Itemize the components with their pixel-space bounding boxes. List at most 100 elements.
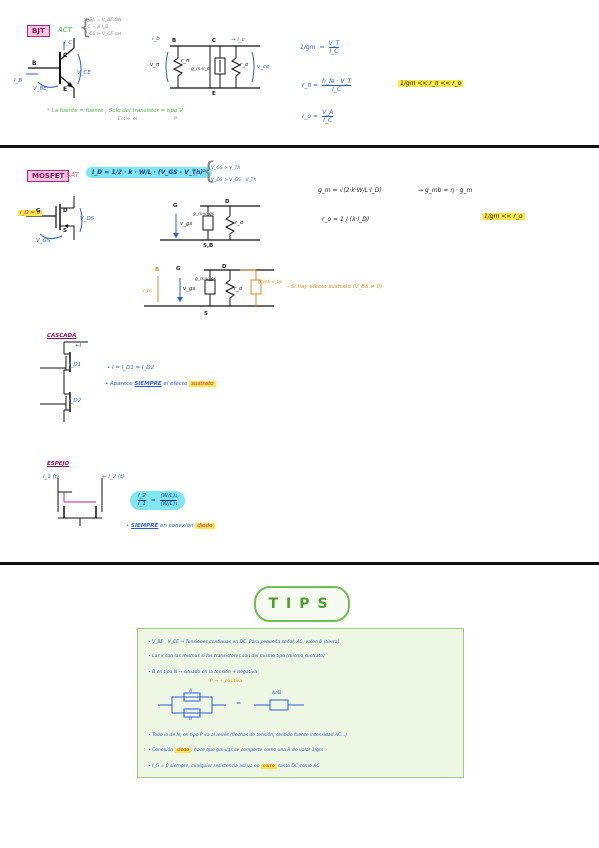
tip-2: • Las k son las mismas si los transistor… <box>148 654 325 659</box>
tip-6c: tanto DC como AC <box>276 764 320 769</box>
circ-ib-label: i_b <box>152 36 160 42</box>
circ-b-label: B <box>172 38 177 44</box>
bjt-f2-fraction: h_fe · V_T I_C <box>322 78 352 93</box>
bjt-tag: BJT <box>27 25 50 37</box>
circ-gm-label: g_m·v_π <box>191 67 210 72</box>
equals-sign: = <box>319 44 325 51</box>
cascode-note-hl: sustrato <box>189 381 216 387</box>
tip-1: • V_BE , V_CE → Tensiones continuas en D… <box>148 640 340 645</box>
section-divider-2 <box>0 562 599 565</box>
bjt-f3-den: I_C <box>323 117 333 124</box>
mirror-ratio-rhs-den: (W/L)₁ <box>160 501 178 507</box>
tip-4: • Todo lo de N, en tipo P va al revés (f… <box>148 733 348 738</box>
bjt-f1-fraction: V_T I_C <box>328 40 340 55</box>
bjt-formula-ro: r_o = V_A I_C <box>302 109 334 124</box>
bjt-vce-label: V_CE <box>77 70 91 76</box>
circ-vce-label: v_ce <box>257 64 270 70</box>
c2-ro-label: r_o <box>234 286 243 292</box>
c1-g-label: G <box>173 203 178 209</box>
circ-rpi-label: r_π <box>181 58 190 64</box>
tips-title: TIPS <box>254 586 350 622</box>
bjt-cond-2: I_C = β·I_B <box>84 25 109 30</box>
circ-ic-label: → i_c <box>231 37 245 43</box>
mirror-ratio-rhs: (W/L)₂ (W/L)₁ <box>160 493 178 508</box>
comp-a-label: A <box>189 689 193 694</box>
mosfet-id-formula: I_D = 1/2 · k · W/L · (V_GS - V_Th)² <box>86 167 212 178</box>
body-effect-note: - Si hay efecto sustrato (V_BS ≠ 0) <box>287 284 383 290</box>
c2-gm-label: g_m·v_gs <box>195 277 217 282</box>
bjt-b-label: B <box>32 60 37 67</box>
bjt-f2-lhs: r_π = <box>302 82 319 89</box>
mirror-ratio-lhs-den: I_1 <box>138 501 146 507</box>
mosfet-symbol-icon <box>26 196 83 240</box>
circ-e-label: E <box>212 91 216 97</box>
tip-5b: diodo <box>174 748 192 753</box>
tip-5: • Conexión diodo: hace que gm·vgs se com… <box>148 748 458 753</box>
comp-b-label: B <box>189 717 193 722</box>
cascode-note-strong: SIEMPRE <box>134 381 162 387</box>
bjt-f3-lhs: r_o = <box>302 113 319 120</box>
bjt-vbe-label: V_BE <box>33 86 47 92</box>
c1-ro-label: r_o <box>235 220 244 226</box>
tip-6b: corto <box>261 764 277 769</box>
mosfet-cond-1: V_GS > V_Th <box>211 166 241 171</box>
cascode-note-pre: • Aparece <box>105 381 135 387</box>
tip-5a: • Conexión <box>148 748 175 753</box>
bjt-f1-num: V_T <box>328 40 340 48</box>
mirror-right-current: ← I_2 (t) <box>102 474 125 480</box>
mosfet-mode: SAT <box>66 171 79 179</box>
parallel-resistor-diagram <box>158 692 304 718</box>
bjt-ib-label: I_B <box>14 78 23 84</box>
bjt-f1-den: I_C <box>329 48 339 55</box>
cascode-id2: I_D2 <box>69 398 82 404</box>
c1-gm-label: g_m·v_gs <box>193 212 215 217</box>
bjt-symbol-icon <box>26 38 82 98</box>
mirror-note-hl: diodo <box>195 523 215 529</box>
mirror-left-current: I_1 (t) <box>43 474 60 480</box>
section-divider-1 <box>0 145 599 148</box>
bjt-small-signal-circuit <box>165 45 260 89</box>
brace-icon-2: { <box>201 157 217 185</box>
cascode-top-current: ←I <box>75 343 82 349</box>
cascode-id1: I_D1 <box>69 362 82 368</box>
tip-5c: : hace que gm·vgs se comporte como una R… <box>191 748 324 753</box>
bjt-conditions: V_BE = V_BE,ON I_C = β·I_B V_CE > V_CE,s… <box>84 17 122 38</box>
bjt-f2-num: h_fe · V_T <box>322 78 352 86</box>
mosfet-gmb-formula: → g_mb = η · g_m <box>418 187 473 194</box>
mosfet-circuit-1 <box>160 205 260 241</box>
mirror-note: • SIEMPRE en conexión diodo <box>126 523 215 529</box>
bjt-note-sub: Entre el P <box>118 117 177 122</box>
c2-g-label: G <box>176 266 181 272</box>
mosfet-highlight-note: 1/gm << r_o <box>482 213 525 220</box>
bjt-f2-den: I_C <box>332 86 342 93</box>
bjt-f3-num: V_A <box>322 109 334 117</box>
mirror-circuit <box>57 478 103 526</box>
mosfet-vds-label: V_DS <box>80 216 95 222</box>
mosfet-id0-label: I_D = 0 <box>18 210 43 216</box>
mosfet-conditions: V_GS > V_Th V_DS > V_GS - V_Th <box>211 163 256 187</box>
bjt-f3-fraction: V_A I_C <box>322 109 334 124</box>
bjt-e-label: E <box>63 86 68 93</box>
cascode-title: CASCADA <box>47 333 77 339</box>
mirror-note-mid: en conexión <box>158 523 196 529</box>
tip-3b: P → + positiva <box>210 679 243 684</box>
mosfet-vgs-label: V_GS <box>36 238 51 244</box>
cascode-circuit <box>40 341 88 422</box>
circ-c-label: C <box>212 38 217 44</box>
c2-d-label: D <box>222 264 227 270</box>
mirror-ratio-lhs: I_2 I_1 <box>138 493 146 508</box>
bjt-cond-3: V_CE > V_CE,sat <box>84 32 122 37</box>
mosfet-ro-formula: r_o = 1 / (λ·I_D) <box>322 216 370 223</box>
mirror-ratio-lhs-num: I_2 <box>138 493 146 501</box>
mirror-ratio-rhs-num: (W/L)₂ <box>160 493 178 501</box>
c1-vgs-label: v_gs <box>180 221 193 227</box>
mosfet-g-label: G <box>36 208 41 214</box>
circ-ro-label: r_o <box>240 62 249 68</box>
mirror-note-pre: • <box>126 523 131 529</box>
c2-s-label: S <box>204 311 208 317</box>
mosfet-cond-2: V_DS > V_GS - V_Th <box>211 178 257 183</box>
mosfet-gm-formula: g_m = √(2·k·W/L·I_D) <box>318 187 382 194</box>
bjt-ic-label: I_C <box>64 40 73 46</box>
mirror-ratio-equals: = <box>150 497 156 504</box>
equivalence-sign: = <box>236 700 242 707</box>
